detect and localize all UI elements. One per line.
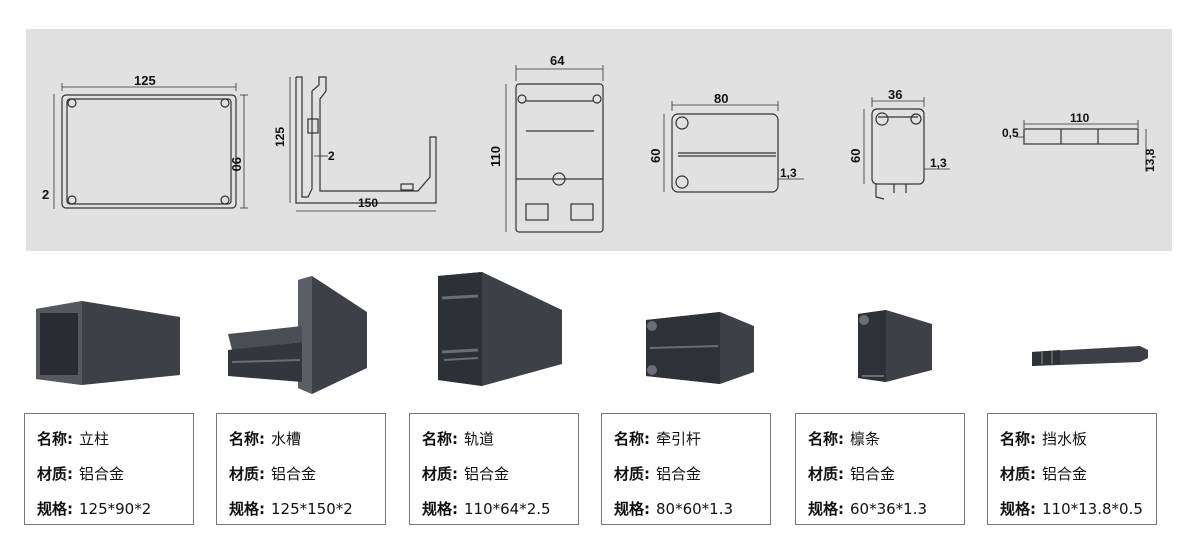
spec-name-row: 名称: 轨道	[422, 428, 494, 450]
name-label: 名称:	[808, 430, 844, 448]
dim-baffle-width: 110	[1070, 111, 1090, 125]
dim-pillar-height: 90	[229, 157, 244, 171]
spec-material-row: 材质: 铝合金	[808, 463, 895, 485]
material-label: 材质:	[1000, 465, 1036, 483]
name-label: 名称:	[1000, 430, 1036, 448]
spec-size-row: 规格: 110*13.8*0.5	[1000, 498, 1143, 520]
spec-label: 规格:	[1000, 500, 1036, 518]
spec-label: 规格:	[229, 500, 265, 518]
spec-value: 125*150*2	[271, 500, 353, 518]
material-label: 材质:	[808, 465, 844, 483]
dim-purlin-thickness: 1,3	[930, 156, 947, 170]
material-label: 材质:	[37, 465, 73, 483]
material-label: 材质:	[614, 465, 650, 483]
name-value: 轨道	[464, 430, 495, 448]
material-value: 铝合金	[656, 465, 702, 483]
spec-card-track: 名称: 轨道 材质: 铝合金 规格: 110*64*2.5	[409, 413, 579, 525]
dim-rod-thickness: 1,3	[780, 166, 797, 180]
photo-traction-rod	[646, 312, 754, 384]
spec-material-row: 材质: 铝合金	[422, 463, 509, 485]
photo-track	[438, 272, 562, 386]
name-label: 名称:	[229, 430, 265, 448]
photo-pillar	[36, 301, 180, 385]
dim-rod-height: 60	[648, 149, 663, 163]
spec-label: 规格:	[422, 500, 458, 518]
material-label: 材质:	[422, 465, 458, 483]
spec-card-water-baffle: 名称: 挡水板 材质: 铝合金 规格: 110*13.8*0.5	[987, 413, 1157, 525]
spec-material-row: 材质: 铝合金	[37, 463, 124, 485]
spec-value: 125*90*2	[79, 500, 152, 518]
drawing-water-baffle: 110 0,5 13,8	[1002, 111, 1157, 172]
dim-purlin-width: 36	[888, 87, 902, 102]
spec-material-row: 材质: 铝合金	[1000, 463, 1087, 485]
spec-name-row: 名称: 牵引杆	[614, 428, 701, 450]
drawing-track: 64 110	[488, 53, 604, 233]
material-value: 铝合金	[850, 465, 896, 483]
technical-drawings-panel: 125 90 2 125 150 2 64 110	[26, 29, 1172, 251]
spec-card-purlin: 名称: 檩条 材质: 铝合金 规格: 60*36*1.3	[795, 413, 965, 525]
name-label: 名称:	[614, 430, 650, 448]
spec-name-row: 名称: 檩条	[808, 428, 880, 450]
drawing-traction-rod: 80 60 1,3	[648, 91, 804, 193]
spec-label: 规格:	[37, 500, 73, 518]
name-value: 挡水板	[1042, 430, 1088, 448]
spec-name-row: 名称: 挡水板	[1000, 428, 1087, 450]
spec-name-row: 名称: 立柱	[37, 428, 109, 450]
spec-size-row: 规格: 125*90*2	[37, 498, 151, 520]
material-value: 铝合金	[79, 465, 125, 483]
drawing-pillar: 125 90 2	[42, 73, 248, 209]
spec-size-row: 规格: 60*36*1.3	[808, 498, 927, 520]
material-value: 铝合金	[1042, 465, 1088, 483]
dim-gutter-thickness: 2	[328, 149, 335, 163]
dim-track-height: 110	[488, 146, 503, 167]
name-value: 立柱	[79, 430, 110, 448]
dim-gutter-height: 125	[273, 127, 287, 147]
material-value: 铝合金	[271, 465, 317, 483]
photo-water-baffle	[1032, 346, 1148, 366]
spec-size-row: 规格: 125*150*2	[229, 498, 353, 520]
spec-value: 110*13.8*0.5	[1042, 500, 1143, 518]
spec-card-gutter: 名称: 水槽 材质: 铝合金 规格: 125*150*2	[216, 413, 386, 525]
name-value: 檩条	[850, 430, 881, 448]
dim-pillar-width: 125	[134, 73, 156, 88]
spec-label: 规格:	[614, 500, 650, 518]
dim-gutter-width: 150	[358, 196, 378, 210]
spec-material-row: 材质: 铝合金	[614, 463, 701, 485]
dim-track-width: 64	[550, 53, 565, 68]
spec-card-traction-rod: 名称: 牵引杆 材质: 铝合金 规格: 80*60*1.3	[601, 413, 771, 525]
dim-baffle-thickness: 0,5	[1002, 126, 1019, 140]
spec-value: 80*60*1.3	[656, 500, 734, 518]
dim-pillar-thickness: 2	[42, 187, 49, 202]
name-value: 水槽	[271, 430, 302, 448]
spec-value: 60*36*1.3	[850, 500, 928, 518]
drawing-gutter: 125 150 2	[273, 76, 437, 212]
photo-gutter	[228, 276, 367, 394]
material-value: 铝合金	[464, 465, 510, 483]
spec-value: 110*64*2.5	[464, 500, 551, 518]
dim-purlin-height: 60	[848, 149, 863, 163]
spec-name-row: 名称: 水槽	[229, 428, 301, 450]
spec-size-row: 规格: 110*64*2.5	[422, 498, 551, 520]
spec-material-row: 材质: 铝合金	[229, 463, 316, 485]
material-label: 材质:	[229, 465, 265, 483]
spec-label: 规格:	[808, 500, 844, 518]
drawing-purlin: 36 60 1,3	[848, 87, 950, 200]
dim-baffle-height: 13,8	[1143, 148, 1157, 172]
photo-purlin	[858, 310, 932, 382]
dim-rod-width: 80	[714, 91, 728, 106]
spec-size-row: 规格: 80*60*1.3	[614, 498, 733, 520]
name-label: 名称:	[422, 430, 458, 448]
name-label: 名称:	[37, 430, 73, 448]
spec-card-pillar: 名称: 立柱 材质: 铝合金 规格: 125*90*2	[24, 413, 194, 525]
name-value: 牵引杆	[656, 430, 702, 448]
